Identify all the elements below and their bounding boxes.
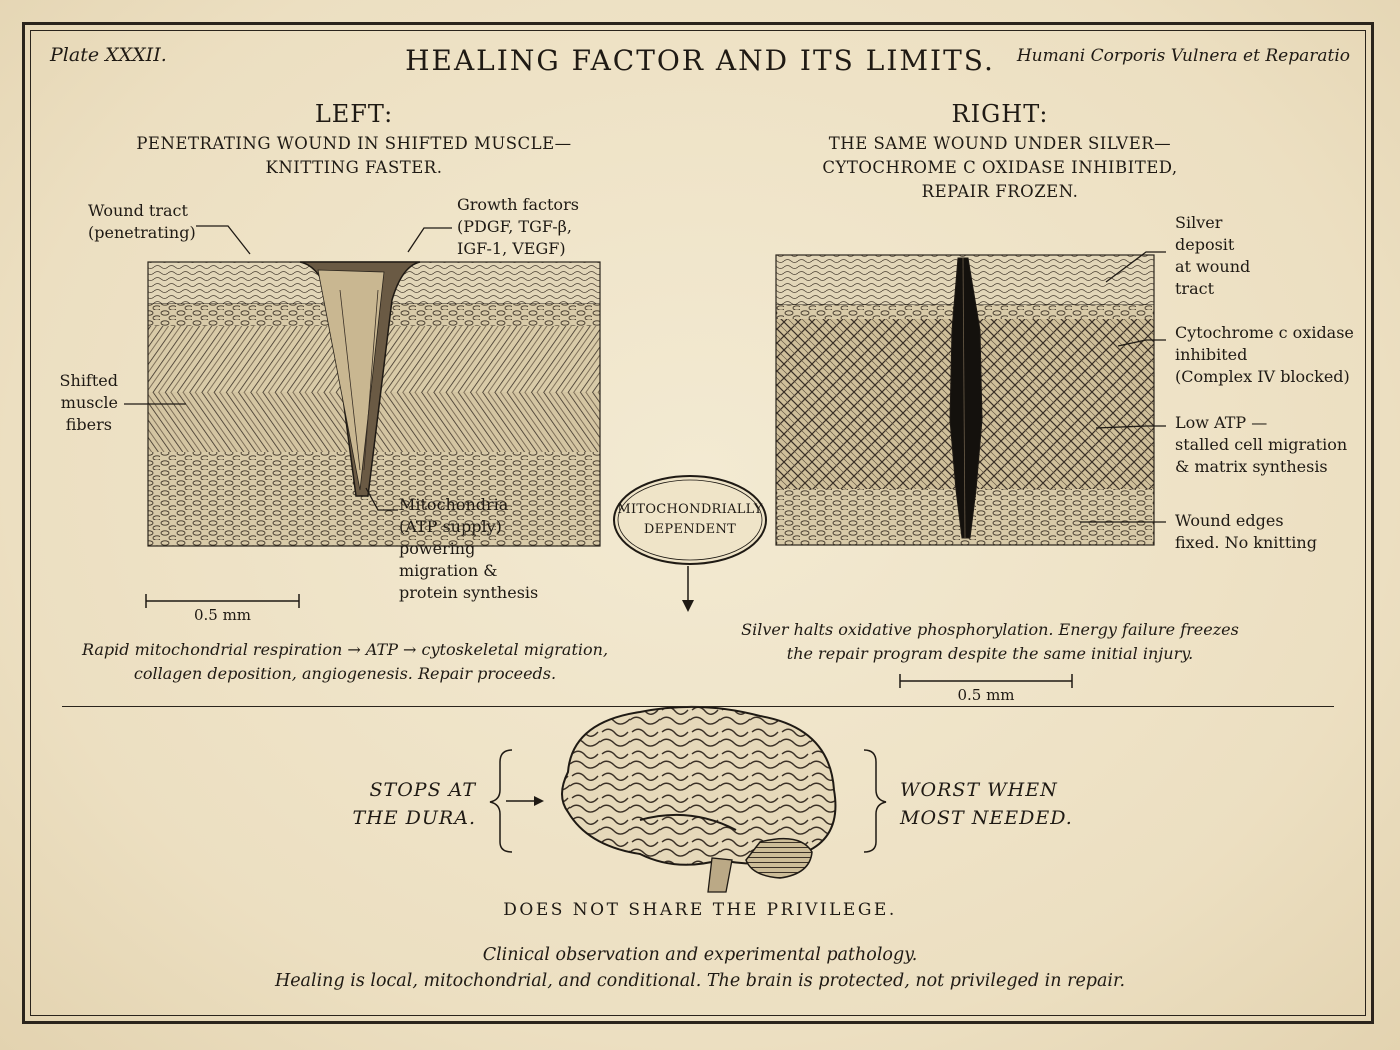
- privilege-heading: DOES NOT SHARE THE PRIVILEGE.: [503, 900, 897, 920]
- label-atp-3: & matrix synthesis: [1175, 457, 1328, 476]
- label-shifted-1: Shifted: [59, 371, 118, 390]
- label-mito-4: migration &: [399, 561, 498, 580]
- right-subtitle-3: REPAIR FROZEN.: [921, 182, 1079, 201]
- left-specimen: [147, 261, 601, 547]
- left-leaders: [124, 225, 452, 511]
- label-cyto-3: (Complex IV blocked): [1175, 367, 1350, 386]
- label-silver-2: deposit: [1175, 235, 1235, 254]
- brain-braces: [489, 749, 887, 853]
- label-mito-5: protein synthesis: [399, 583, 539, 602]
- label-silver-1: Silver: [1175, 213, 1223, 232]
- footer-line-1: Clinical observation and experimental pa…: [482, 945, 918, 965]
- right-subtitle-1: THE SAME WOUND UNDER SILVER—: [828, 134, 1172, 153]
- plate-number: Plate XXXII.: [50, 44, 167, 66]
- latin-title: Humani Corporis Vulnera et Reparatio: [1016, 46, 1350, 66]
- outer-border: [22, 22, 1374, 1024]
- label-wound-tract-1: Wound tract: [88, 201, 188, 220]
- right-caption-2: the repair program despite the same init…: [786, 644, 1194, 663]
- scale-bars: [145, 594, 1073, 688]
- center-badge: [613, 475, 767, 612]
- label-growth-2: (PDGF, TGF-β,: [457, 217, 572, 236]
- label-shifted-2: muscle: [60, 393, 118, 412]
- right-leaders: [1080, 251, 1166, 523]
- label-shifted-3: fibers: [65, 415, 112, 434]
- section-divider: [62, 706, 1334, 707]
- label-mito-1: Mitochondria: [399, 495, 509, 514]
- right-heading: RIGHT:: [951, 100, 1049, 128]
- left-caption-1: Rapid mitochondrial respiration → ATP → …: [81, 640, 609, 659]
- label-growth-1: Growth factors: [457, 195, 579, 214]
- label-silver-3: at wound: [1175, 257, 1251, 276]
- label-mito-3: powering: [399, 539, 476, 558]
- label-silver-4: tract: [1175, 279, 1215, 298]
- page-title: HEALING FACTOR AND ITS LIMITS.: [405, 44, 995, 77]
- worst-when-line-2: MOST NEEDED.: [900, 807, 1073, 829]
- left-subtitle-2: KNITTING FASTER.: [265, 158, 443, 177]
- worst-when-line-1: WORST WHEN: [900, 779, 1058, 801]
- stops-at-line-1: STOPS AT: [369, 779, 476, 801]
- label-cyto-2: inhibited: [1175, 345, 1248, 364]
- footer-line-2: Healing is local, mitochondrial, and con…: [274, 971, 1126, 991]
- label-atp-1: Low ATP —: [1175, 413, 1268, 432]
- label-atp-2: stalled cell migration: [1175, 435, 1348, 454]
- left-scale-label: 0.5 mm: [193, 606, 252, 624]
- right-subtitle-2: CYTOCHROME C OXIDASE INHIBITED,: [822, 158, 1178, 177]
- left-subtitle-1: PENETRATING WOUND IN SHIFTED MUSCLE—: [136, 134, 572, 153]
- label-edges-2: fixed. No knitting: [1175, 533, 1317, 552]
- brain-illustration: [561, 705, 837, 893]
- oval-label-1: MITOCHONDRIALLY: [617, 502, 763, 517]
- right-caption-1: Silver halts oxidative phosphorylation. …: [741, 620, 1239, 639]
- left-heading: LEFT:: [314, 100, 394, 128]
- left-caption-2: collagen deposition, angiogenesis. Repai…: [133, 664, 557, 683]
- label-growth-3: IGF-1, VEGF): [457, 239, 566, 258]
- right-scale-label: 0.5 mm: [957, 686, 1015, 704]
- label-mito-2: (ATP supply): [399, 517, 502, 536]
- label-cyto-1: Cytochrome c oxidase: [1175, 323, 1354, 342]
- stops-at-line-2: THE DURA.: [352, 807, 476, 829]
- label-edges-1: Wound edges: [1175, 511, 1284, 530]
- oval-label-2: DEPENDENT: [643, 522, 737, 537]
- label-wound-tract-2: (penetrating): [88, 223, 196, 242]
- inner-border: [30, 30, 1366, 1016]
- right-specimen: [775, 254, 1155, 546]
- arrow-to-brain: [534, 796, 544, 806]
